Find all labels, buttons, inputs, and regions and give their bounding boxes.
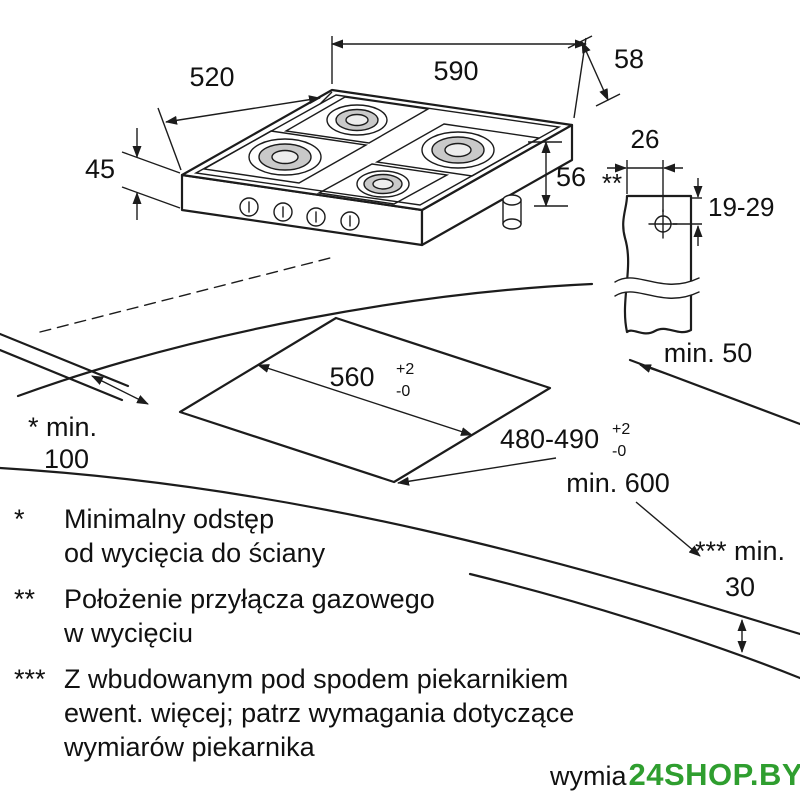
cabinet-front-edge	[468, 572, 800, 680]
dim-cutout-width: 560 +2 -0	[257, 361, 473, 436]
footer-area: wymia 24SHOP.BY	[550, 757, 800, 793]
footnote-3-line-3: wymiarów piekarnika	[64, 732, 315, 762]
dim-clearance-back: min. 50	[639, 338, 753, 379]
partial-cutoff-text: wymia	[550, 761, 627, 791]
gas-connection-detail: 26 ** 19-29	[602, 124, 775, 335]
wall-line-outer	[0, 332, 130, 388]
clearance-back-label: min. 50	[664, 338, 753, 368]
footnote-1-line-1: Minimalny odstęp	[64, 504, 275, 534]
break-curve-top	[614, 277, 700, 285]
projection-dashed-line	[39, 257, 331, 333]
dim-clearance-oven: *** min. 30	[695, 536, 785, 653]
footnote-2-line-2: w wycięciu	[64, 618, 194, 648]
dim-label-cutout-width-tol-minus: -0	[396, 383, 410, 400]
dim-label-cutout-depth: 480-490	[500, 424, 599, 454]
dim-label-cutout-width: 560	[329, 362, 374, 392]
footnote-row-3: *** Z wbudowanym pod spodem piekarnikiem…	[14, 662, 634, 764]
dim-label-detail-range: 19-29	[708, 192, 775, 222]
dim-label-hob-gas-height: 56	[556, 162, 586, 192]
footnote-marker-3: ***	[14, 664, 46, 694]
clearance-side-label-line2: 100	[44, 444, 89, 474]
burner-front-center	[316, 163, 450, 205]
footnote-3-line-2: ewent. więcej; patrz wymagania dotyczące	[64, 698, 575, 728]
footnote-row-2: ** Położenie przyłącza gazowego w wycięc…	[14, 582, 634, 650]
clearance-oven-label-line1: *** min.	[695, 536, 785, 566]
dim-label-cutout-width-tol-plus: +2	[396, 361, 414, 378]
detail-footnote-marker: **	[602, 168, 622, 198]
dim-label-hob-side-offset: 58	[614, 44, 644, 74]
worktop-front-edge	[0, 466, 800, 636]
dim-hob-height: 45	[85, 128, 181, 220]
dim-cutout-depth: 480-490 +2 -0	[397, 421, 630, 486]
dim-worktop-depth: min. 600	[566, 468, 701, 557]
footnotes: * Minimalny odstęp od wycięcia do ściany…	[14, 502, 634, 776]
burner-back-left	[283, 96, 431, 144]
break-curve-bottom	[614, 291, 700, 299]
hob-knobs	[239, 197, 360, 231]
gas-connection-stub	[502, 194, 522, 230]
hob-drawing: 590 520 45 58 56	[85, 35, 644, 247]
dim-label-cutout-depth-tol-minus: -0	[612, 443, 626, 460]
wall-section-piece	[622, 194, 693, 335]
burner-front-left	[201, 130, 369, 184]
shop-watermark: 24SHOP.BY	[628, 757, 800, 792]
dim-label-detail-offset: 26	[631, 124, 660, 154]
worktop-drawing: 560 +2 -0 480-490 +2 -0 min. 50 min. 600…	[0, 257, 800, 680]
footnote-2-line-1: Położenie przyłącza gazowego	[64, 584, 435, 614]
dim-label-hob-width: 590	[433, 56, 478, 86]
worktop-back-edge	[16, 282, 594, 398]
clearance-side-label-line1: * min.	[28, 412, 97, 442]
dim-label-cutout-depth-tol-plus: +2	[612, 421, 630, 438]
dim-detail-range: 19-29	[673, 178, 775, 246]
footnote-1-line-2: od wycięcia do ściany	[64, 538, 326, 568]
dim-hob-depth: 520	[157, 62, 333, 171]
dim-hob-side-offset: 58	[567, 35, 644, 107]
worktop-depth-label: min. 600	[566, 468, 670, 498]
break-band	[615, 277, 699, 299]
dim-hob-gas-height: 56	[528, 141, 586, 207]
dim-detail-offset: 26	[607, 124, 683, 212]
dim-label-hob-depth: 520	[189, 62, 234, 92]
footnote-marker-2: **	[14, 584, 36, 614]
footnote-3-line-1: Z wbudowanym pod spodem piekarnikiem	[64, 664, 569, 694]
footnote-marker-1: *	[14, 504, 25, 534]
burner-back-right	[374, 123, 542, 177]
dim-label-hob-height: 45	[85, 154, 115, 184]
clearance-oven-label-line2: 30	[725, 572, 755, 602]
footnote-row-1: * Minimalny odstęp od wycięcia do ściany	[14, 502, 634, 570]
dim-clearance-side: * min. 100	[28, 375, 149, 474]
